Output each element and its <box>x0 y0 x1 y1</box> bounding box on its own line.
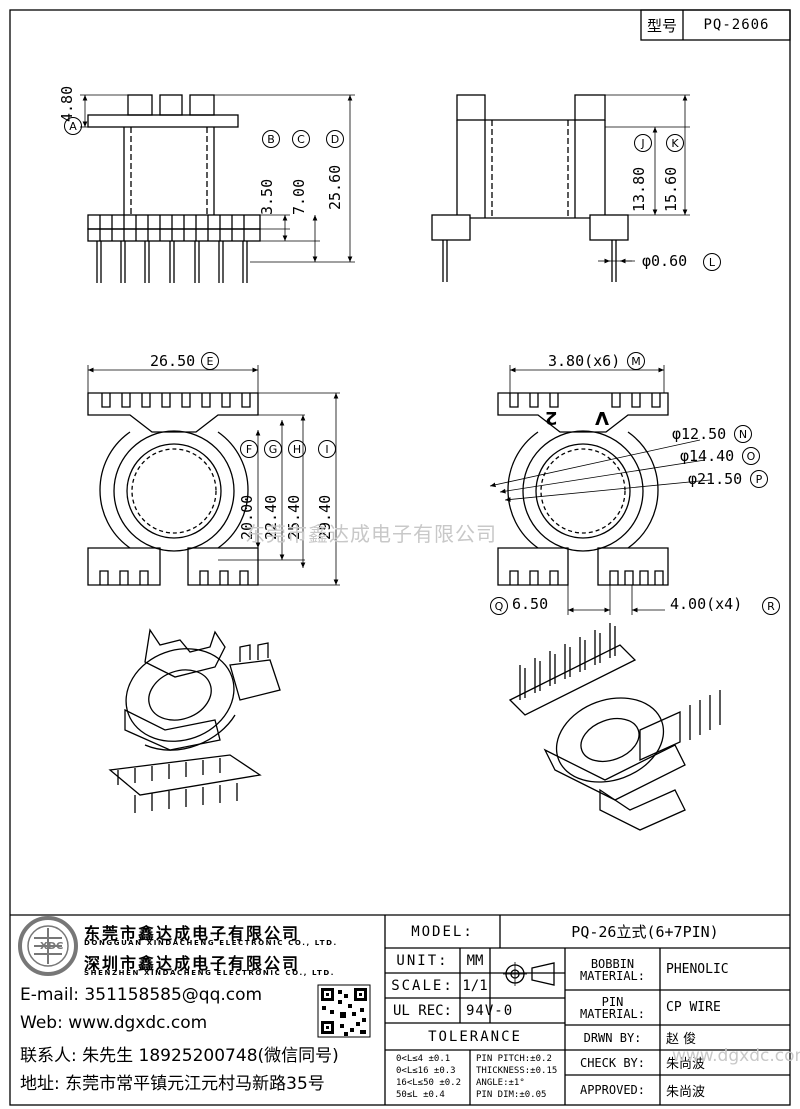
tb-bobbin-value: PHENOLIC <box>666 961 729 977</box>
tb-ul-value: 94V-0 <box>466 1002 514 1019</box>
company-email[interactable]: E-mail: 351158585@qq.com <box>20 985 263 1005</box>
tb-model-label: MODEL: <box>411 923 474 940</box>
dim-side-l: 0.60 <box>651 252 688 270</box>
sheet-border <box>9 9 791 1106</box>
ref-g: G <box>264 440 282 458</box>
company-address: 地址: 东莞市常平镇元江元村马新路35号 <box>20 1074 325 1094</box>
company-contact: 联系人: 朱先生 18925200748(微信同号) <box>20 1046 339 1066</box>
tb-bobbin-label: BOBBIN MATERIAL: <box>565 950 660 990</box>
ref-e: E <box>201 352 219 370</box>
phi-symbol: φ <box>642 252 652 270</box>
watermark-text: 东莞市鑫达成电子有限公司 <box>245 522 497 546</box>
logo-text: XDC <box>40 941 64 952</box>
dim-br-p: 21.50 <box>697 470 743 488</box>
tb-bobbin-label-2: MATERIAL: <box>579 969 646 983</box>
title-block-grid <box>10 914 790 1105</box>
ref-b: B <box>262 130 280 148</box>
ref-p: P <box>750 470 768 488</box>
tb-approved-label: APPROVED: <box>579 1083 646 1097</box>
tol-3: 16<L≤50 ±0.2 <box>396 1078 462 1088</box>
dim-br-q: 6.50 <box>512 595 549 613</box>
ref-d: D <box>326 130 344 148</box>
dim-front-d: 25.60 <box>326 164 344 210</box>
tb-pin-label-2: MATERIAL: <box>579 1006 646 1021</box>
tb-scale-value: 1/1 <box>462 977 488 994</box>
ref-c: C <box>292 130 310 148</box>
company-name-en-1: DONGGUAN XINDACHENG ELECTRONIC CO., LTD. <box>84 939 338 947</box>
tb-pin-value: CP WIRE <box>666 1000 721 1015</box>
tb-drawn-value: 赵 俊 <box>666 1032 697 1047</box>
ref-k: K <box>666 134 684 152</box>
ref-o: O <box>742 447 760 465</box>
tol-1: 0<L≤4 ±0.1 <box>396 1054 451 1064</box>
company-name-en-2: SHENZHEN XINDACHENG ELECTRONIC CO., LTD. <box>84 969 336 977</box>
qr-code-icon <box>317 984 371 1038</box>
company-logo <box>18 916 78 976</box>
ref-l: L <box>703 253 721 271</box>
tb-pin-label-1: PIN <box>601 994 624 1009</box>
dim-br-n: 12.50 <box>681 425 727 443</box>
tb-bobbin-label-1: BOBBIN <box>590 957 635 971</box>
tb-tolerance-label: TOLERANCE <box>428 1028 522 1045</box>
tb-unit-value: MM <box>466 952 484 969</box>
ref-h: H <box>288 440 306 458</box>
tb-drawn-label: DRWN BY: <box>583 1030 642 1045</box>
tol-right-1: PIN PITCH:±0.2 <box>476 1054 552 1064</box>
dim-br-m: 3.80(x6) <box>548 352 621 370</box>
tol-right-3: ANGLE:±1° <box>476 1078 525 1088</box>
ref-j: J <box>634 134 652 152</box>
tol-right-2: THICKNESS:±0.15 <box>476 1066 558 1076</box>
phi-symbol: φ <box>680 447 690 465</box>
bottom-view-right <box>489 365 711 615</box>
dim-side-j: 13.80 <box>630 166 648 212</box>
dim-front-c: 7.00 <box>290 178 308 215</box>
tb-scale-label: SCALE: <box>391 977 454 994</box>
company-name-cn-2: 深圳市鑫达成电子有限公司 <box>84 954 301 973</box>
tb-watermark: www.dgxdc.com <box>672 1046 800 1066</box>
tb-approved-value: 朱尚波 <box>666 1084 706 1100</box>
tol-right-4: PIN DIM:±0.05 <box>476 1090 547 1100</box>
dim-front-b: 3.50 <box>258 178 276 215</box>
tb-check-label: CHECK BY: <box>579 1055 646 1070</box>
side-view <box>431 94 690 282</box>
ref-m: M <box>627 352 645 370</box>
dim-side-k: 15.60 <box>662 166 680 212</box>
header-model-label: 型号 <box>646 16 677 35</box>
ref-q: Q <box>490 597 508 615</box>
phi-symbol: φ <box>672 425 682 443</box>
ref-n: N <box>734 425 752 443</box>
company-name-cn-1: 东莞市鑫达成电子有限公司 <box>84 924 301 943</box>
header-box <box>640 9 791 41</box>
iso-view-left <box>108 628 281 813</box>
tb-ul-label: UL REC: <box>392 1002 452 1019</box>
bottom-view-left <box>87 365 340 586</box>
mark-2: 2 <box>545 407 558 428</box>
projection-symbol-icon <box>503 962 555 986</box>
ref-i: I <box>318 440 336 458</box>
tb-check-value: 朱尚波 <box>666 1057 706 1072</box>
phi-symbol: φ <box>688 470 698 488</box>
dim-br-o: 14.40 <box>689 447 735 465</box>
company-web[interactable]: Web: www.dgxdc.com <box>20 1013 208 1033</box>
tb-model-value: PQ-26立式(6+7PIN) <box>571 923 719 941</box>
ref-r: R <box>762 597 780 615</box>
tb-pin-label: PIN MATERIAL: <box>565 990 660 1025</box>
ref-f: F <box>240 440 258 458</box>
dim-br-r: 4.00(x4) <box>670 595 743 613</box>
dim-bl-e: 26.50 <box>150 352 196 370</box>
tol-2: 0<L≤16 ±0.3 <box>396 1066 456 1076</box>
mark-v: V <box>595 407 609 428</box>
front-view <box>80 94 355 283</box>
tol-4: 50≤L ±0.4 <box>396 1090 445 1100</box>
iso-view-right <box>508 623 721 831</box>
tb-unit-label: UNIT: <box>396 952 449 969</box>
ref-a: A <box>64 117 82 135</box>
header-model-value: PQ-2606 <box>703 17 770 33</box>
